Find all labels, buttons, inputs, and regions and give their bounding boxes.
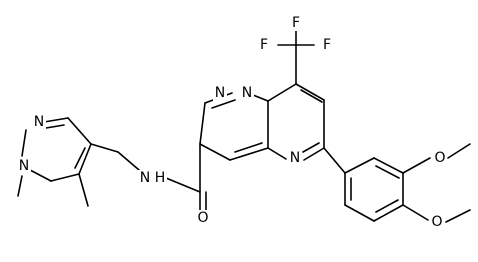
- pyrimidine-ring: [267, 83, 325, 161]
- methoxy-oxygen-atom-2: O: [431, 214, 442, 230]
- dimethoxyphenyl-ring: [323, 143, 471, 223]
- amide-nitrogen-atom: N: [140, 170, 150, 186]
- fluorine-atom-top: F: [292, 15, 300, 31]
- carbonyl-oxygen-atom: O: [197, 210, 208, 226]
- pyrazolo-nitrogen-atom: N: [215, 85, 225, 101]
- fluorine-atom-right: F: [323, 37, 331, 53]
- dimethylpyrazole-ring: [17, 117, 92, 207]
- methylene-linker: [90, 143, 147, 177]
- amide-hydrogen-atom: H: [155, 170, 166, 186]
- pyrazole-nitrogen-atom-1: N: [19, 158, 29, 174]
- pyrazole-fused-ring: [199, 92, 269, 161]
- trifluoromethyl-group: [277, 27, 315, 85]
- atom-labels: F F F N N N N N N H O O O: [17, 15, 447, 230]
- methoxy-oxygen-atom-1: O: [434, 150, 445, 166]
- carboxamide-group: [165, 143, 207, 213]
- bridgehead-nitrogen-atom: N: [242, 85, 252, 101]
- pyrimidine-nitrogen-atom: N: [290, 150, 300, 166]
- pyrazole-nitrogen-atom-2: N: [34, 114, 44, 130]
- fluorine-atom-left: F: [260, 37, 268, 53]
